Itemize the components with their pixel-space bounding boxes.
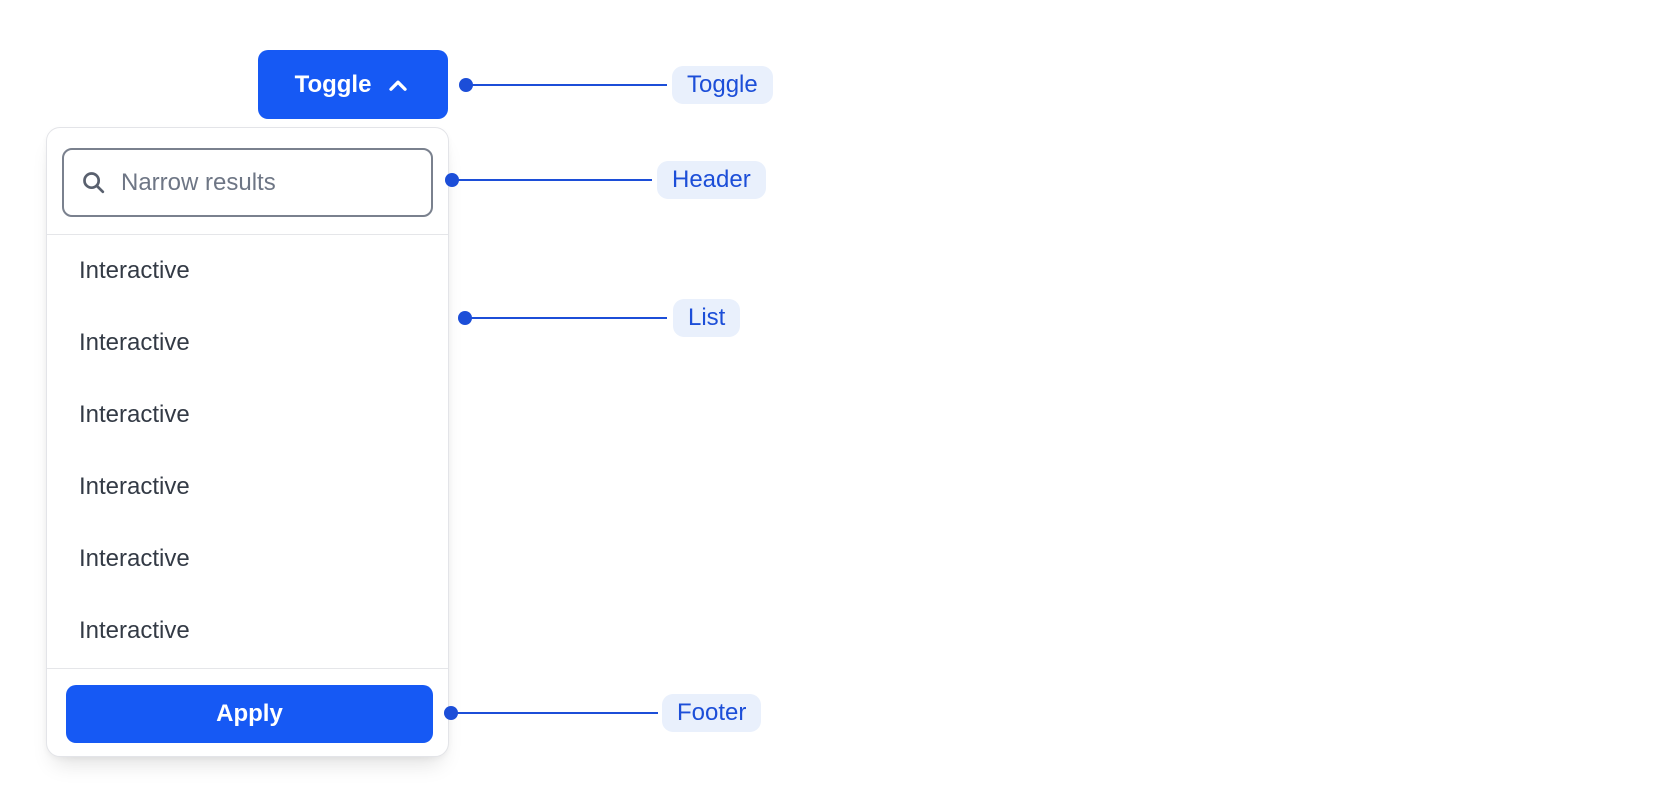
list-item[interactable]: Interactive — [79, 545, 190, 572]
toggle-button-label: Toggle — [294, 70, 372, 98]
list-item[interactable]: Interactive — [79, 401, 190, 428]
search-box[interactable] — [62, 148, 433, 217]
annotation-label-list: List — [673, 299, 741, 337]
list-item[interactable]: Interactive — [79, 617, 190, 644]
list-item[interactable]: Interactive — [79, 473, 190, 500]
header-divider — [47, 234, 448, 235]
annotation-line-list — [465, 317, 667, 319]
list-item[interactable]: Interactive — [79, 257, 190, 284]
annotation-label-footer: Footer — [662, 694, 762, 732]
annotation-line-toggle — [466, 84, 667, 86]
options-list: Interactive Interactive Interactive Inte… — [47, 235, 448, 667]
dropdown-panel: Interactive Interactive Interactive Inte… — [46, 127, 449, 757]
annotation-line-footer — [451, 712, 658, 714]
annotation-line-header — [452, 179, 652, 181]
chevron-up-icon — [389, 80, 408, 91]
list-item[interactable]: Interactive — [79, 329, 190, 356]
toggle-button[interactable]: Toggle — [258, 50, 448, 119]
search-input[interactable] — [121, 168, 415, 197]
annotation-label-header: Header — [657, 161, 766, 199]
search-icon — [83, 172, 105, 194]
footer-divider — [47, 668, 448, 669]
annotation-label-toggle: Toggle — [672, 66, 773, 104]
apply-button[interactable]: Apply — [66, 685, 433, 743]
